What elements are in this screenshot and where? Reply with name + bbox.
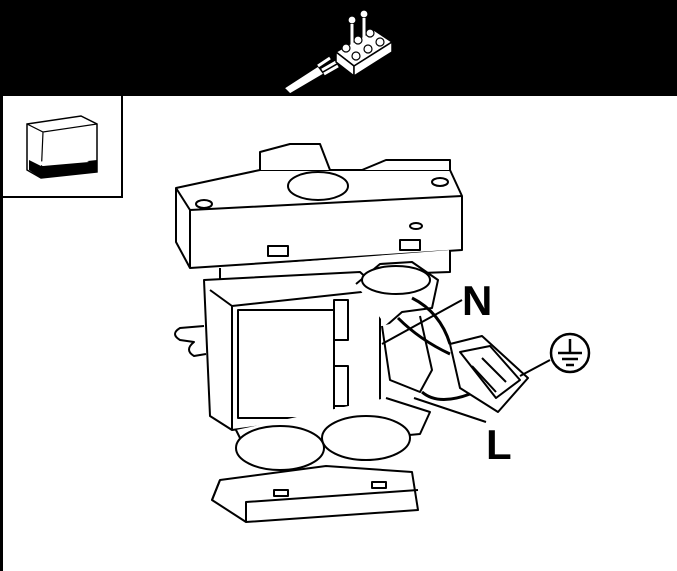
box-outline-icon <box>26 115 98 179</box>
neutral-wire-label: N <box>462 277 493 324</box>
thumbnail-panel <box>3 96 123 198</box>
gas-valve-assembly-drawing <box>174 143 551 523</box>
header-band <box>0 0 677 96</box>
terminal-block-with-wires-icon <box>282 9 394 94</box>
earth-ground-icon <box>549 332 591 374</box>
live-wire-label: L <box>486 421 512 468</box>
